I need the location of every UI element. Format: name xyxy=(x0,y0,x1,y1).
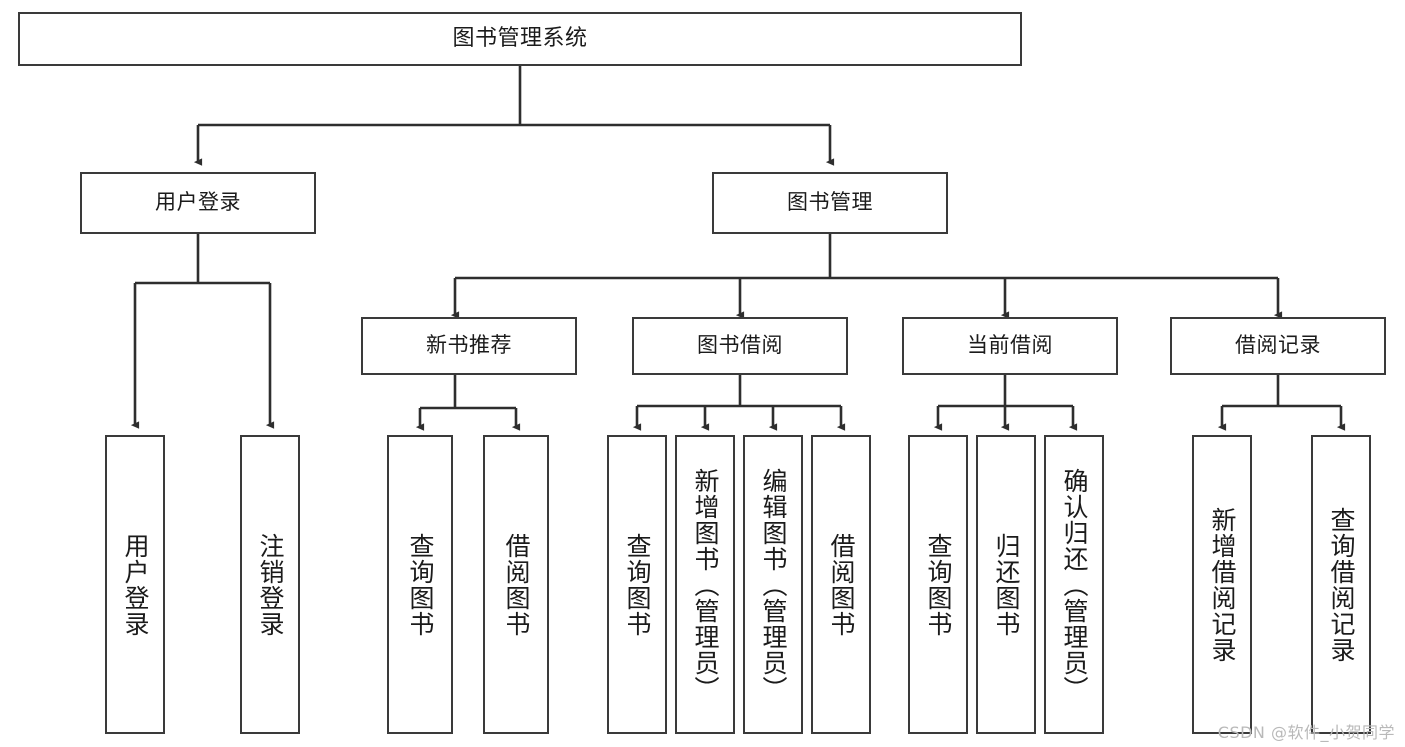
node-label: 查询图书 xyxy=(406,532,435,637)
node-book-borrow[interactable]: 图书借阅 xyxy=(632,317,848,375)
leaf-borrow-book[interactable]: 借阅图书 xyxy=(811,435,871,734)
node-label: 确认归还（管理员） xyxy=(1060,467,1089,702)
node-label: 新增图书（管理员） xyxy=(691,467,720,702)
leaf-query-borrow-record[interactable]: 查询借阅记录 xyxy=(1311,435,1371,734)
leaf-query-book-current[interactable]: 查询图书 xyxy=(908,435,968,734)
node-label: 查询借阅记录 xyxy=(1327,506,1356,663)
node-label: 借阅图书 xyxy=(502,532,531,637)
node-label: 归还图书 xyxy=(992,532,1021,637)
leaf-query-book-borrow[interactable]: 查询图书 xyxy=(607,435,667,734)
node-label: 借阅图书 xyxy=(827,532,856,637)
node-label: 当前借阅 xyxy=(967,333,1053,358)
leaf-borrow-book-recommend[interactable]: 借阅图书 xyxy=(483,435,549,734)
node-label: 图书管理系统 xyxy=(452,25,588,51)
node-label: 查询图书 xyxy=(924,532,953,637)
node-label: 借阅记录 xyxy=(1235,333,1321,358)
node-current-borrow[interactable]: 当前借阅 xyxy=(902,317,1118,375)
leaf-user-login[interactable]: 用户登录 xyxy=(105,435,165,734)
leaf-confirm-return[interactable]: 确认归还（管理员） xyxy=(1044,435,1104,734)
node-user-login[interactable]: 用户登录 xyxy=(80,172,316,234)
node-label: 新书推荐 xyxy=(426,333,512,358)
node-root-system[interactable]: 图书管理系统 xyxy=(18,12,1022,66)
leaf-edit-book[interactable]: 编辑图书（管理员） xyxy=(743,435,803,734)
leaf-add-borrow-record[interactable]: 新增借阅记录 xyxy=(1192,435,1252,734)
leaf-add-book[interactable]: 新增图书（管理员） xyxy=(675,435,735,734)
leaf-return-book[interactable]: 归还图书 xyxy=(976,435,1036,734)
csdn-watermark: CSDN @软件_小贺同学 xyxy=(1217,723,1395,742)
node-label: 查询图书 xyxy=(623,532,652,637)
node-borrow-record[interactable]: 借阅记录 xyxy=(1170,317,1386,375)
node-label: 用户登录 xyxy=(121,532,150,637)
node-label: 图书管理 xyxy=(787,190,873,215)
node-label: 注销登录 xyxy=(256,532,285,637)
node-new-book-recommend[interactable]: 新书推荐 xyxy=(361,317,577,375)
node-label: 编辑图书（管理员） xyxy=(759,467,788,702)
node-label: 用户登录 xyxy=(155,190,241,215)
leaf-logout-login[interactable]: 注销登录 xyxy=(240,435,300,734)
node-label: 图书借阅 xyxy=(697,333,783,358)
node-label: 新增借阅记录 xyxy=(1208,506,1237,663)
leaf-query-book-recommend[interactable]: 查询图书 xyxy=(387,435,453,734)
node-book-manage[interactable]: 图书管理 xyxy=(712,172,948,234)
